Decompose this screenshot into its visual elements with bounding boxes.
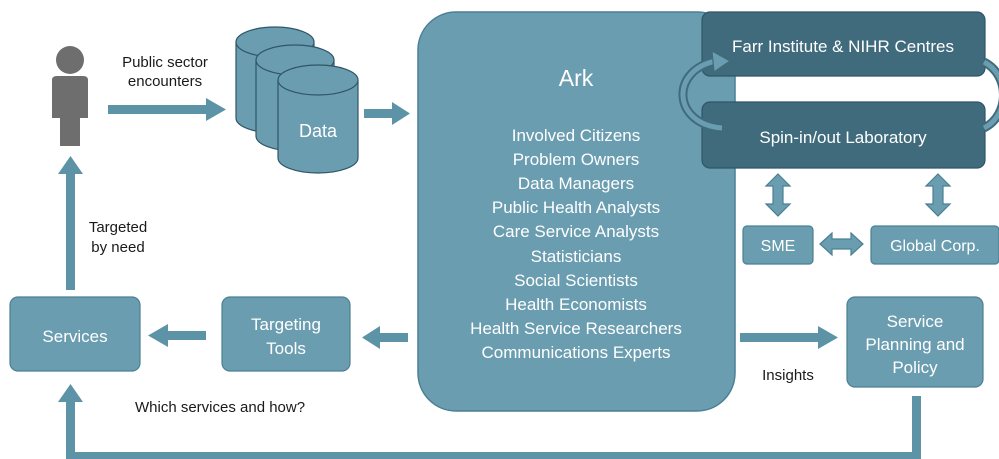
services-box	[9, 296, 141, 372]
planning-label-line1: Service	[887, 312, 944, 331]
planning-label-line2: Planning and	[865, 335, 964, 354]
global-label: Global Corp.	[890, 238, 980, 255]
planning-box	[846, 296, 984, 388]
ark-role: Problem Owners	[513, 150, 640, 169]
ark-role: Communications Experts	[482, 343, 671, 362]
targeted-label-line2: by need	[91, 239, 144, 256]
double-arrow-spin-sme	[764, 173, 792, 217]
database-icon	[235, 26, 359, 174]
targeted-label-line1: Targeted	[89, 219, 147, 236]
ark-roles: Involved Citizens Problem Owners Data Ma…	[470, 126, 682, 362]
person-icon	[52, 46, 88, 146]
sme-label: SME	[761, 238, 796, 255]
targeting-label-line2: Tools	[266, 339, 306, 358]
targeting-box	[221, 296, 351, 372]
arrow-person-to-data	[108, 98, 226, 121]
farr-label: Farr Institute & NIHR Centres	[732, 37, 954, 56]
ark-title: Ark	[559, 65, 594, 91]
arrow-services-to-person	[58, 156, 83, 290]
spin-label: Spin-in/out Laboratory	[759, 128, 927, 147]
ark-role: Data Managers	[518, 174, 634, 193]
sme-box	[742, 225, 814, 265]
ark-role: Statisticians	[531, 247, 622, 266]
farr-box	[701, 11, 986, 77]
ark-box	[417, 11, 736, 412]
arrow-data-to-ark	[364, 102, 410, 125]
arrow-targeting-to-services	[148, 324, 206, 347]
which-services-label: Which services and how?	[135, 399, 305, 416]
global-box	[870, 225, 999, 265]
curved-arrow-left	[678, 49, 732, 133]
public-sector-label-line2: encounters	[128, 73, 202, 90]
targeting-label-line1: Targeting	[251, 315, 321, 334]
ark-role: Health Economists	[505, 295, 647, 314]
arrow-ark-to-targeting	[362, 326, 408, 349]
double-arrow-spin-global	[924, 173, 952, 217]
insights-label: Insights	[762, 367, 814, 384]
data-label: Data	[299, 121, 338, 141]
ark-role: Care Service Analysts	[493, 222, 659, 241]
spin-box	[701, 101, 986, 169]
arrow-planning-to-services-loop	[58, 384, 921, 459]
double-arrow-sme-global	[819, 231, 864, 257]
ark-role: Social Scientists	[514, 271, 638, 290]
services-label: Services	[42, 327, 107, 346]
ark-role: Involved Citizens	[512, 126, 641, 145]
ark-role: Health Service Researchers	[470, 319, 682, 338]
public-sector-label-line1: Public sector	[122, 54, 208, 71]
planning-label-line3: Policy	[892, 358, 938, 377]
ark-role: Public Health Analysts	[492, 198, 660, 217]
arrow-ark-to-planning	[740, 326, 838, 349]
curved-arrow-right	[981, 57, 999, 133]
